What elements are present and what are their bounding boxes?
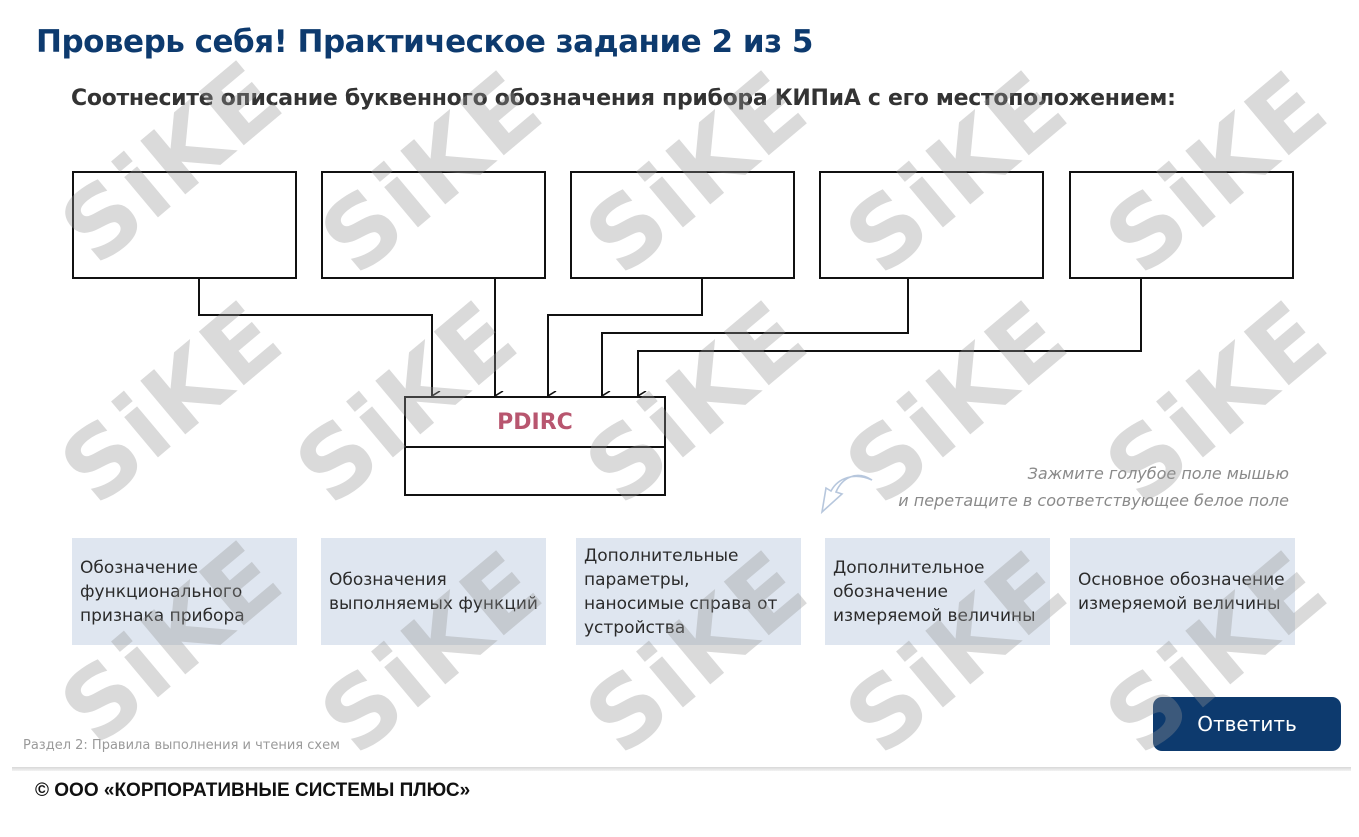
task-instruction: Соотнесите описание буквенного обозначен… <box>71 86 1176 111</box>
answer-button[interactable]: Ответить <box>1153 697 1341 751</box>
drop-slot-5[interactable] <box>1069 171 1294 279</box>
drag-card-1[interactable]: Обозначение функционального признака при… <box>72 538 297 645</box>
device-code: PDIRC <box>406 398 664 448</box>
drop-slot-1[interactable] <box>72 171 297 279</box>
drag-card-5[interactable]: Основное обозначение измеряемой величины <box>1070 538 1295 645</box>
drop-slot-3[interactable] <box>570 171 795 279</box>
page-title: Проверь себя! Практическое задание 2 из … <box>36 24 813 60</box>
drag-card-3[interactable]: Дополнительные параметры, наносимые спра… <box>576 538 801 645</box>
drag-card-2[interactable]: Обозначения выполняемых функций <box>321 538 546 645</box>
copyright: © ООО «КОРПОРАТИВНЫЕ СИСТЕМЫ ПЛЮС» <box>35 780 471 801</box>
curved-arrow-down-left-icon <box>820 474 873 515</box>
section-label: Раздел 2: Правила выполнения и чтения сх… <box>23 738 340 753</box>
hint-line-1: Зажмите голубое поле мышью <box>1027 464 1289 483</box>
drop-slot-2[interactable] <box>321 171 546 279</box>
drag-hint: Зажмите голубое поле мышью и перетащите … <box>898 460 1289 514</box>
device-symbol: PDIRC <box>404 396 666 496</box>
drag-card-4[interactable]: Дополнительное обозначение измеряемой ве… <box>825 538 1050 645</box>
hint-line-2: и перетащите в соответствующее белое пол… <box>898 491 1289 510</box>
footer-divider <box>12 767 1351 771</box>
drop-slot-4[interactable] <box>819 171 1044 279</box>
connector-lines <box>198 279 1142 520</box>
